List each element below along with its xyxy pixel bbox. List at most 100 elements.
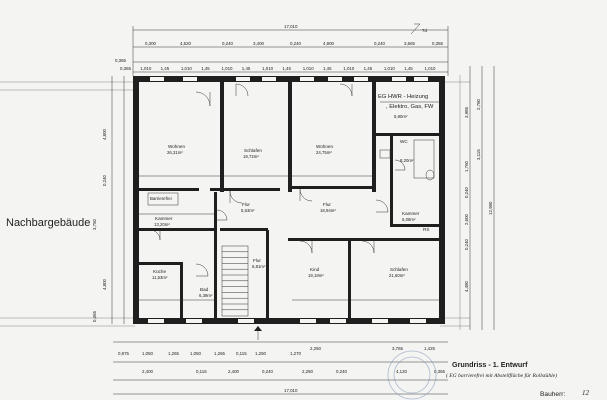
dim-top-row-item: 3,665 bbox=[404, 41, 416, 46]
bottom-window bbox=[186, 319, 202, 323]
dim-left-2: 0,240 bbox=[102, 174, 107, 186]
room-schlafen-2: Schlafen bbox=[390, 267, 408, 272]
dim-right-inner-5: 0,240 bbox=[464, 238, 469, 250]
room-kammer-1: Kammer bbox=[155, 216, 173, 221]
top-window bbox=[150, 77, 164, 81]
room-kueche: Küche bbox=[153, 269, 166, 274]
bottom-window bbox=[410, 319, 426, 323]
dim-left-4: 3,750 bbox=[92, 218, 97, 230]
room-flur-2: Flur bbox=[323, 202, 331, 207]
dim-bottom-row-item: 0,240 bbox=[262, 369, 274, 374]
dim-bottom-opening-item: 0,115 bbox=[236, 351, 247, 356]
svg-text:, Elektro, Gas, FW: , Elektro, Gas, FW bbox=[386, 104, 434, 110]
dim-top-opening-item: 1,010 bbox=[384, 66, 396, 71]
bauherr-label: Bauherr: bbox=[540, 391, 565, 398]
dim-top-row-item: 0,240 bbox=[222, 41, 234, 46]
top-window bbox=[300, 77, 314, 81]
room-labels: Wohnen 26,31m² Schlafen 19,72m² Wohnen 2… bbox=[143, 139, 429, 298]
svg-text:5,90m²: 5,90m² bbox=[394, 114, 408, 119]
room-rs-1: RS bbox=[143, 227, 149, 232]
dim-bottom-opening-item: 1,050 bbox=[142, 351, 154, 356]
dim-top-row-item: 0,300 bbox=[145, 41, 157, 46]
dim-bottom-overall: 17,010 bbox=[284, 388, 298, 393]
dim-top-opening-item: 1,010 bbox=[262, 66, 274, 71]
bottom-window bbox=[148, 319, 164, 323]
dim-top-opening-item: 1,010 bbox=[140, 66, 152, 71]
dim-top-overall: 17,010 bbox=[284, 24, 298, 29]
north-label: 7d bbox=[422, 28, 427, 33]
bottom-window bbox=[372, 319, 388, 323]
room-wc-label: WC bbox=[400, 139, 408, 144]
bottom-window bbox=[238, 319, 254, 323]
top-window bbox=[183, 77, 197, 81]
bottom-window bbox=[330, 319, 346, 323]
room-kind: Kind bbox=[310, 267, 320, 272]
title-main: Grundriss - 1. Entwurf bbox=[452, 360, 528, 369]
right-dimension-chain bbox=[469, 66, 495, 330]
barrier-free-storage-box bbox=[147, 192, 179, 206]
dim-right-inner-6: 4,480 bbox=[464, 280, 469, 292]
room-barrierefrei: Barrierefrei bbox=[150, 196, 172, 201]
room-bad-area: 6,39m² bbox=[199, 293, 213, 298]
dim-right-inner-4: 2,600 bbox=[464, 213, 469, 225]
dim-top-row-item: 0,240 bbox=[374, 41, 386, 46]
room-kammer-2-area: 5,08m² bbox=[402, 217, 416, 222]
dim-top-opening-item: 1,010 bbox=[343, 66, 355, 71]
dim-top-opening-item: 1,45 bbox=[282, 66, 291, 71]
bottom-windows bbox=[148, 319, 426, 323]
dim-misc-item: 2,250 bbox=[310, 346, 322, 351]
stamp-icon bbox=[387, 350, 437, 400]
dim-right-outer-2: 3,115 bbox=[476, 149, 481, 160]
room-kind-area: 19,19m² bbox=[308, 273, 324, 278]
svg-text:EG HWR - Heizung: EG HWR - Heizung bbox=[378, 94, 428, 100]
dim-bottom-row-item: 2,400 bbox=[142, 369, 154, 374]
room-wc-area: 8,20m² bbox=[400, 158, 414, 163]
room-flur-1-area: 5,63m² bbox=[241, 208, 255, 213]
dim-top-opening-item: 1,010 bbox=[181, 66, 193, 71]
outer-walls bbox=[133, 76, 445, 324]
dim-bottom-opening-item: 1,050 bbox=[190, 351, 202, 356]
title-sub: ( EG barrierefrei mit Abstellfläche für … bbox=[446, 372, 557, 379]
dim-right-outer-1: 2,780 bbox=[476, 98, 481, 110]
dim-left-3: 4,800 bbox=[102, 278, 107, 290]
dim-bottom-opening-item: 1,265 bbox=[214, 351, 226, 356]
dim-bottom-opening-item: 0,975 bbox=[118, 351, 130, 356]
left-dimension-chain bbox=[111, 76, 125, 324]
room-flur-3: Flur bbox=[253, 258, 261, 263]
dim-top-opening-item: 1,45 bbox=[323, 66, 332, 71]
dim-right-inner-1: 3,985 bbox=[464, 106, 469, 118]
top-dimension-chain bbox=[132, 26, 449, 76]
dim-bottom-row-item: 0,115 bbox=[196, 369, 207, 374]
dim-bottom-opening-item: 1,265 bbox=[168, 351, 180, 356]
room-flur-2-area: 18,94m² bbox=[320, 208, 336, 213]
wc-fixtures bbox=[379, 139, 435, 181]
room-kammer-2: Kammer bbox=[402, 211, 420, 216]
signature: 12 bbox=[582, 389, 590, 397]
dim-bottom-row-item: 4,120 bbox=[396, 369, 408, 374]
room-wohnen-2-area: 24,75m² bbox=[316, 150, 332, 155]
door-swings bbox=[149, 83, 406, 277]
dim-right-overall: 12,980 bbox=[488, 201, 493, 215]
room-flur-1: Flur bbox=[242, 202, 250, 207]
dim-top-opening-item: 1,45 bbox=[161, 66, 170, 71]
room-wohnen-2: Wohnen bbox=[316, 144, 333, 149]
dim-left-1: 4,800 bbox=[102, 128, 107, 140]
top-window bbox=[328, 77, 342, 81]
interior-dim-lines bbox=[139, 175, 439, 301]
room-flur-3-area: 6,81m² bbox=[252, 264, 266, 269]
room-schlafen-2-area: 21,60m² bbox=[389, 273, 405, 278]
neighbor-building-label: Nachbargebäude bbox=[6, 217, 90, 229]
staircase bbox=[221, 245, 249, 317]
dim-right-inner-2: 1,760 bbox=[464, 160, 469, 172]
dim-top-opening-item: 0,365 bbox=[120, 66, 132, 71]
utility-annotation: EG HWR - Heizung , Elektro, Gas, FW 5,90… bbox=[378, 94, 440, 119]
dim-misc-item: 1,270 bbox=[290, 351, 302, 356]
dim-top-opening-item: 1,010 bbox=[425, 66, 437, 71]
north-arrow-icon bbox=[410, 23, 421, 35]
dim-misc-item: 3,765 bbox=[392, 346, 404, 351]
